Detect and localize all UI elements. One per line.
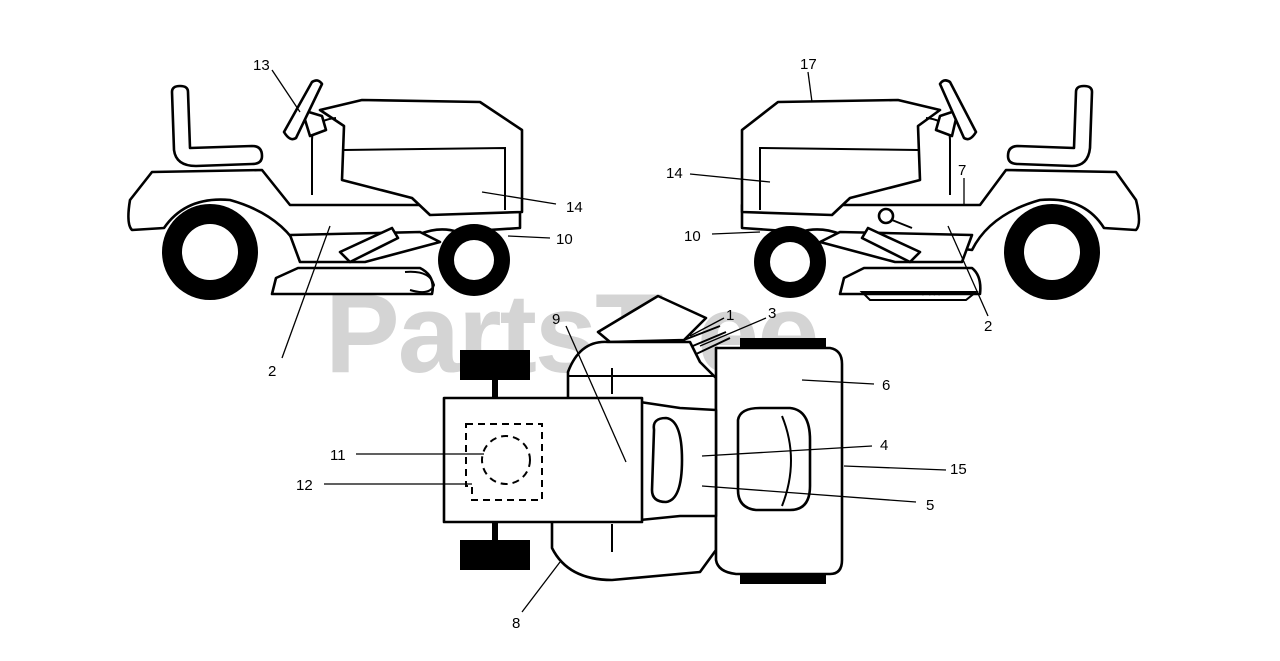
callout-10-left: 10 [556, 231, 573, 248]
callout-10-right: 10 [684, 228, 701, 245]
callout-13: 13 [253, 57, 270, 74]
callout-15: 15 [950, 461, 967, 478]
tractor-top-view [442, 294, 844, 584]
callout-8: 8 [512, 615, 520, 632]
callout-2-right: 2 [984, 318, 992, 335]
callout-14-right: 14 [666, 165, 683, 182]
callout-6: 6 [882, 377, 890, 394]
callout-9: 9 [552, 311, 560, 328]
leader-lines [271, 69, 989, 613]
callout-4: 4 [880, 437, 888, 454]
callout-labels: 13 2 14 10 17 14 10 7 2 1 3 9 6 4 15 5 8… [253, 56, 992, 632]
callout-2-left: 2 [268, 363, 276, 380]
callout-11: 11 [330, 447, 346, 464]
left-tractor-side-view [127, 79, 524, 300]
callout-14-left: 14 [566, 199, 583, 216]
callout-3: 3 [768, 305, 776, 322]
callout-17: 17 [800, 56, 817, 73]
right-tractor-side-view [740, 79, 1141, 301]
callout-5: 5 [926, 497, 934, 514]
callout-1: 1 [726, 307, 734, 324]
callout-7: 7 [958, 162, 966, 179]
callout-12: 12 [296, 477, 313, 494]
